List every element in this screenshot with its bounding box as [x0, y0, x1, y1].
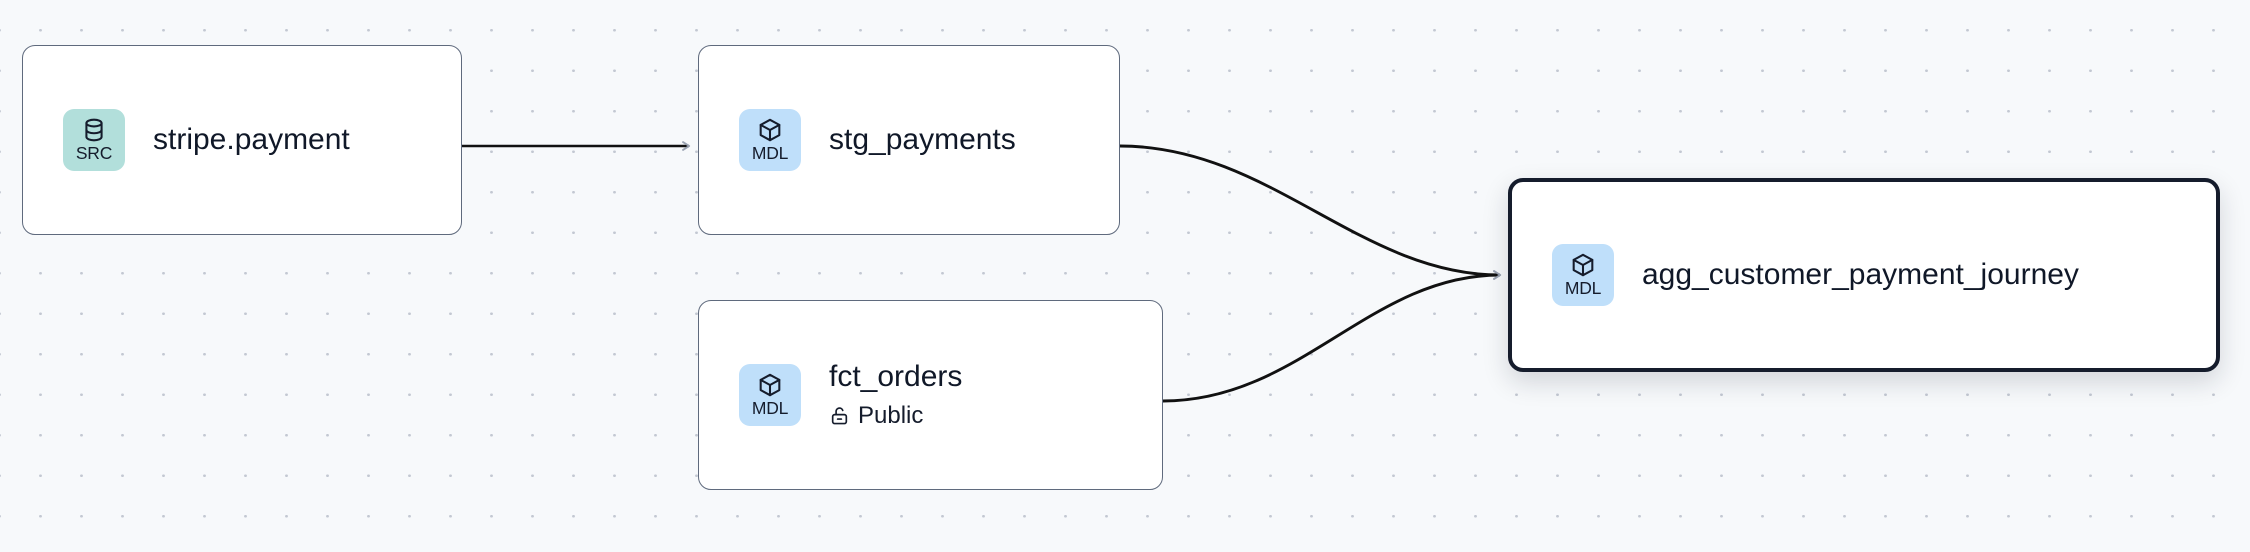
source-badge: SRC: [63, 109, 125, 171]
node-body: fct_orders Public: [829, 360, 962, 430]
model-badge: MDL: [739, 109, 801, 171]
node-title: fct_orders: [829, 360, 963, 394]
database-icon: [85, 118, 103, 142]
cube-icon: [759, 374, 781, 397]
cube-icon: [759, 119, 781, 142]
lineage-node-stg-payments[interactable]: MDL stg_payments: [698, 45, 1120, 235]
node-visibility-label: Public: [858, 401, 924, 429]
badge-label: SRC: [75, 143, 113, 164]
badge-label: MDL: [751, 143, 789, 164]
unlock-icon: [831, 407, 848, 425]
lineage-node-stripe-payment[interactable]: SRC stripe.payment: [22, 45, 462, 235]
lineage-node-fct-orders[interactable]: MDL fct_orders Public: [698, 300, 1163, 490]
node-title: stg_payments: [829, 122, 1016, 156]
node-title: agg_customer_payment_journey: [1642, 257, 2079, 291]
node-body: stripe.payment: [153, 123, 350, 158]
model-badge: MDL: [739, 364, 801, 426]
edge-stg-to-agg: [1119, 144, 1502, 280]
node-body: stg_payments: [829, 123, 1016, 158]
badge-label: MDL: [751, 398, 789, 419]
badge-label: MDL: [1564, 278, 1602, 299]
node-body: agg_customer_payment_journey: [1642, 258, 2079, 293]
cube-icon: [1572, 254, 1594, 277]
node-title: stripe.payment: [153, 122, 350, 156]
edge-fct-to-agg: [1162, 270, 1502, 403]
node-visibility: Public: [829, 402, 962, 430]
lineage-node-agg-customer-payment-journey[interactable]: MDL agg_customer_payment_journey: [1508, 178, 2220, 372]
model-badge: MDL: [1552, 244, 1614, 306]
